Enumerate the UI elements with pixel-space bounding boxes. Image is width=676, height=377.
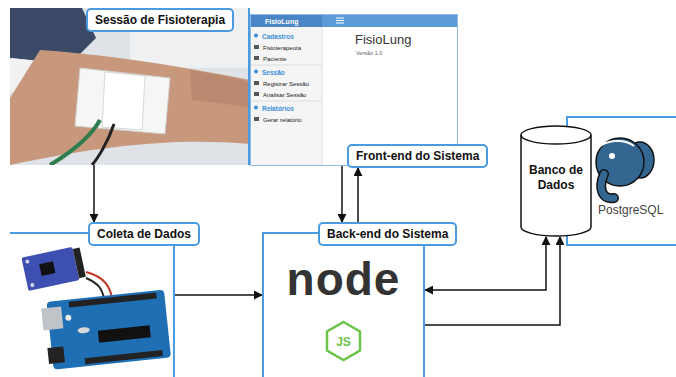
arduino-photo-part (86, 272, 112, 298)
arduino-photo-part (41, 290, 171, 371)
menu-section: Relatórios (262, 105, 294, 112)
frontend-screenshot-part (254, 45, 259, 49)
logo-text: JS (264, 336, 423, 349)
page-title: FisioLung (355, 33, 411, 47)
therapy-photo-part (92, 124, 114, 165)
frontend-screenshot-part (336, 23, 344, 24)
connector-arrow (93, 165, 95, 222)
version-text: Versão 1.0 (356, 50, 382, 56)
frontend-screenshot-part (250, 65, 322, 66)
menu-item: Paciente (263, 56, 286, 63)
connector-arrow (341, 166, 343, 222)
menu-item: Analisar Sessão (263, 92, 306, 99)
connector-arrow (175, 294, 262, 296)
frontend-screenshot-part (254, 81, 259, 85)
section-heading: Coleta de Dados (88, 222, 200, 246)
therapy-photo-part (50, 120, 100, 165)
frontend-screenshot-part (322, 27, 323, 166)
frontend-screenshot-part (254, 92, 259, 96)
section-heading: Sessão de Fisioterapia (86, 8, 234, 32)
frontend-screenshot-part (250, 14, 458, 27)
logo-text: node (264, 254, 423, 305)
therapy-photo-part (75, 68, 170, 134)
arduino-photo-part-part (30, 283, 35, 288)
connector-arrow (357, 168, 359, 222)
arduino-photo-part-part (98, 325, 151, 342)
arduino-photo-part-part (25, 259, 30, 264)
section-heading: Front-end do Sistema (347, 144, 488, 168)
frontend-screenshot-part (254, 56, 259, 60)
menu-item: Registrar Sessão (263, 81, 309, 88)
therapy-photo-part (10, 50, 250, 165)
menu-item: Gerar relatório (263, 117, 302, 124)
therapy-photo-part (10, 8, 250, 165)
therapy-photo-part (102, 72, 145, 130)
database-label: Banco de Dados (526, 125, 586, 193)
postgresql-elephant-part (601, 174, 614, 198)
arduino-photo-part-part (47, 346, 65, 364)
frontend-screenshot-part (250, 27, 322, 166)
cylinder-outline-part (521, 135, 591, 144)
frontend-screenshot-part (336, 18, 344, 19)
menu-section: Sessão (262, 69, 285, 76)
logo-text: PostgreSQL (598, 204, 663, 217)
arduino-photo-part-part (77, 327, 90, 334)
menu-item: Fisioterapeuta (263, 45, 301, 52)
backend-panel: Back-end do SistemanodeJS (262, 232, 425, 377)
app-name: FisioLung (265, 18, 298, 26)
arduino-photo-part-part (65, 314, 72, 321)
menu-section: Cadastros (262, 33, 294, 40)
database-cylinder: Banco de Dados (520, 125, 592, 237)
connector-arrow (425, 237, 560, 325)
frontend-screenshot-part (254, 70, 258, 74)
frontend-screenshot-part (254, 106, 258, 110)
arduino-photo-part-part (73, 247, 86, 278)
photo-frame: Sessão de Fisioterapia (10, 8, 250, 165)
arduino-photo-part (21, 245, 86, 291)
postgresql-elephant-part (609, 153, 615, 159)
arduino-photo-part-part (69, 292, 157, 307)
arduino-photo-part-part (39, 261, 55, 276)
arduino-photo-part-part (47, 290, 171, 370)
hardware-panel: Coleta de Dados (10, 232, 175, 377)
arduino-photo (10, 232, 175, 377)
arduino-photo-part-part (21, 247, 79, 291)
section-heading: Back-end do Sistema (318, 222, 457, 246)
frontend-screenshot-part (250, 14, 322, 27)
therapy-photo-part (190, 70, 250, 108)
frontend-screenshot-part (254, 117, 259, 121)
postgresql-elephant-part (598, 141, 634, 148)
frontend-screenshot-part (254, 34, 258, 38)
postgresql-elephant-part (601, 174, 614, 198)
frontend-screenshot-part (336, 20, 344, 21)
frontend-screenshot-part (250, 101, 322, 102)
arduino-photo-part-part (85, 350, 163, 364)
screenshot-frame: Front-end do SistemaFisioLungCadastrosFi… (250, 14, 458, 166)
arduino-photo-part-part (41, 306, 63, 330)
arduino-photo-part (86, 278, 104, 298)
